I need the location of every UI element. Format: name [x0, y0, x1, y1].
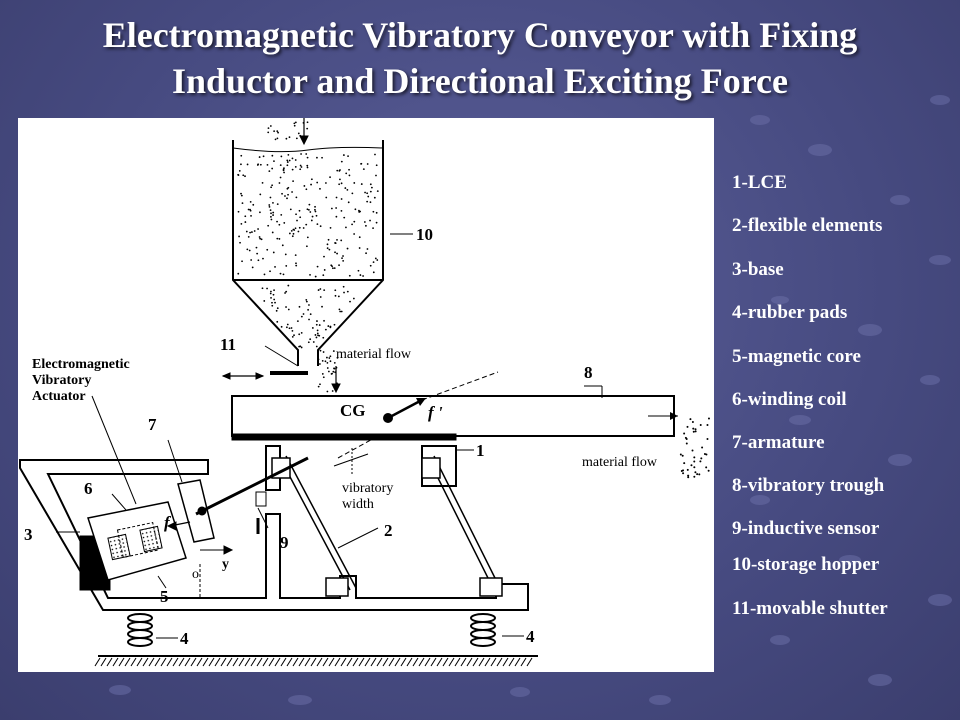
- legend-item: 4-rubber pads: [732, 302, 848, 323]
- legend-item: 7-armature: [732, 432, 825, 453]
- force-f-prime-label: f ': [428, 403, 443, 422]
- rubber-pads: [127, 613, 496, 647]
- vibratory-width-label-2: width: [342, 497, 374, 512]
- storage-hopper: [232, 140, 384, 366]
- legend-item: 6-winding coil: [732, 389, 847, 410]
- title-line-2: Inductor and Directional Exciting Force: [172, 61, 788, 101]
- material-flow-top-label: material flow: [336, 347, 412, 362]
- callout-10: 10: [416, 225, 433, 244]
- title-line-1: Electromagnetic Vibratory Conveyor with …: [102, 15, 858, 55]
- diagram-svg: Electromagnetic Vibratory Actuator mater…: [19, 118, 710, 667]
- legend-item: 3-base: [732, 259, 784, 280]
- legend-item: 10-storage hopper: [732, 554, 880, 575]
- legend-item: 8-vibratory trough: [732, 475, 885, 496]
- legend-item: 2-flexible elements: [732, 215, 883, 236]
- callout-6: 6: [84, 479, 93, 498]
- flexible-elements: [271, 455, 503, 597]
- force-f-label: f: [164, 513, 172, 532]
- callout-7: 7: [148, 415, 157, 434]
- actuator-label-1: Electromagnetic: [32, 357, 130, 372]
- callout-2: 2: [384, 521, 393, 540]
- movable-shutter: [221, 371, 308, 380]
- actuator-label-3: Actuator: [32, 389, 86, 404]
- axis-y-label: y: [222, 557, 229, 572]
- slide-title: Electromagnetic Vibratory Conveyor with …: [0, 12, 960, 104]
- callout-8: 8: [584, 363, 593, 382]
- callout-4a: 4: [180, 629, 189, 648]
- legend-item: 1-LCE: [732, 172, 787, 193]
- material-particles: [237, 121, 710, 479]
- material-flow-right-label: material flow: [582, 455, 658, 470]
- legend-item: 5-magnetic core: [732, 346, 861, 367]
- center-of-gravity: [333, 371, 499, 476]
- callout-3: 3: [24, 525, 33, 544]
- axis-o-label: o: [192, 567, 199, 582]
- conveyor-diagram: Electromagnetic Vibratory Actuator mater…: [18, 118, 714, 672]
- callout-4b: 4: [526, 627, 535, 646]
- callout-5: 5: [160, 587, 169, 606]
- cg-label: CG: [340, 401, 366, 420]
- legend-item: 11-movable shutter: [732, 598, 888, 619]
- leader-lines: [56, 233, 603, 639]
- actuator: [79, 456, 309, 598]
- vibratory-width-label-1: vibratory: [342, 481, 393, 496]
- legend-item: 9-inductive sensor: [732, 518, 880, 539]
- callout-9: 9: [280, 533, 289, 552]
- material-flow-arrow-top: [299, 118, 341, 394]
- callout-11: 11: [220, 335, 236, 354]
- vibratory-trough: [231, 395, 678, 441]
- callout-1: 1: [476, 441, 485, 460]
- diagram-labels: Electromagnetic Vibratory Actuator mater…: [24, 225, 658, 648]
- ground: [94, 655, 538, 667]
- actuator-label-2: Vibratory: [32, 373, 91, 388]
